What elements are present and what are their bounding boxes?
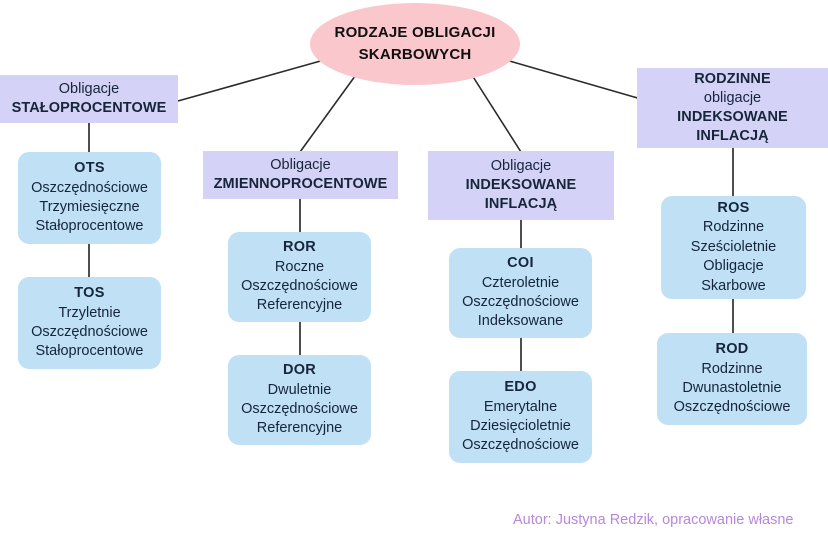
leaf-node-rod[interactable]: ROD Rodzinne Dwunastoletnie Oszczędności…	[657, 333, 807, 425]
leaf-line-3: Referencyjne	[256, 297, 343, 314]
author-credit: Autor: Justyna Redzik, opracowanie własn…	[513, 512, 794, 528]
leaf-line-4: Skarbowe	[701, 277, 766, 294]
leaf-code-tos: TOS	[74, 285, 105, 302]
leaf-line-2: Sześcioletnie	[690, 238, 777, 255]
edge-root-to-staloprocentowe	[177, 59, 325, 102]
category-label-line1: Obligacje	[270, 157, 331, 174]
category-label-line1: Obligacje	[490, 158, 552, 175]
leaf-code-dor: DOR	[282, 362, 317, 379]
leaf-line-3: Referencyjne	[256, 420, 343, 437]
leaf-line-2: Oszczędnościowe	[241, 278, 358, 294]
leaf-code-ots: OTS	[74, 160, 105, 177]
leaf-line-1: Trzyletnie	[58, 304, 121, 321]
category-label-line2: obligacje	[703, 90, 762, 107]
leaf-line-2: Oszczędnościowe	[462, 294, 579, 310]
category-label-line1: RODZINNE	[694, 71, 771, 88]
category-label-line2: STAŁOPROCENTOWE	[11, 100, 167, 116]
leaf-line-3: Oszczędnościowe	[673, 399, 791, 416]
category-node-indeksowane-inflacja[interactable]: Obligacje INDEKSOWANE INFLACJĄ	[428, 151, 614, 220]
category-node-rodzinne-indeksowane-inflacja[interactable]: RODZINNE obligacje INDEKSOWANE INFLACJĄ	[637, 68, 828, 148]
leaf-line-1: Roczne	[274, 258, 325, 275]
leaf-node-ror[interactable]: ROR Roczne Oszczędnościowe Referencyjne	[228, 232, 371, 322]
edge-root-to-rodzinne	[505, 59, 649, 102]
leaf-line-2: Trzymiesięczne	[39, 199, 140, 215]
root-label-line2: SKARBOWYCH	[358, 46, 472, 63]
leaf-code-edo: EDO	[504, 379, 537, 396]
edge-root-to-zmiennoprocentowe	[299, 71, 359, 153]
leaf-node-tos[interactable]: TOS Trzyletnie Oszczędnościowe Stałoproc…	[18, 277, 161, 369]
leaf-line-3: Stałoprocentowe	[35, 343, 144, 360]
leaf-line-1: Emerytalne	[483, 398, 558, 415]
category-node-staloprocentowe[interactable]: Obligacje STAŁOPROCENTOWE	[0, 75, 178, 123]
edge-root-to-indeksowane	[469, 71, 522, 153]
leaf-code-coi: COI	[507, 255, 534, 272]
leaf-code-rod: ROD	[715, 341, 749, 358]
leaf-line-3: Indeksowane	[477, 313, 564, 330]
leaf-line-1: Oszczędnościowe	[31, 179, 148, 196]
leaf-code-ros: ROS	[717, 199, 750, 216]
leaf-node-dor[interactable]: DOR Dwuletnie Oszczędnościowe Referencyj…	[228, 355, 371, 445]
leaf-line-3: Obligacje	[703, 258, 764, 275]
category-label-line3: INFLACJĄ	[484, 195, 558, 212]
root-node-rodzaje-obligacji-skarbowych[interactable]: RODZAJE OBLIGACJI SKARBOWYCH	[310, 3, 520, 85]
leaf-line-1: Rodzinne	[701, 360, 763, 377]
leaf-line-1: Dwuletnie	[267, 381, 332, 398]
root-label-line1: RODZAJE OBLIGACJI	[334, 24, 496, 42]
leaf-line-2: Dwunastoletnie	[682, 380, 782, 396]
leaf-line-3: Stałoprocentowe	[35, 218, 144, 235]
leaf-line-2: Oszczędnościowe	[31, 324, 148, 340]
leaf-line-3: Oszczędnościowe	[462, 437, 579, 454]
leaf-code-ror: ROR	[282, 239, 317, 256]
leaf-line-1: Czteroletnie	[481, 274, 560, 291]
category-label-line2: INDEKSOWANE	[465, 177, 577, 194]
category-label-line2: ZMIENNOPROCENTOWE	[213, 176, 388, 192]
leaf-node-coi[interactable]: COI Czteroletnie Oszczędnościowe Indekso…	[449, 248, 592, 338]
leaf-node-edo[interactable]: EDO Emerytalne Dziesięcioletnie Oszczędn…	[449, 371, 592, 463]
category-label-line4: INFLACJĄ	[696, 127, 769, 144]
leaf-line-1: Rodzinne	[702, 219, 765, 236]
category-label-line1: Obligacje	[58, 81, 120, 98]
category-node-zmiennoprocentowe[interactable]: Obligacje ZMIENNOPROCENTOWE	[203, 151, 398, 199]
category-label-line3: INDEKSOWANE	[677, 109, 788, 125]
leaf-node-ros[interactable]: ROS Rodzinne Sześcioletnie Obligacje Ska…	[661, 196, 806, 299]
leaf-line-2: Dziesięcioletnie	[470, 418, 571, 434]
leaf-line-2: Oszczędnościowe	[241, 401, 358, 417]
leaf-node-ots[interactable]: OTS Oszczędnościowe Trzymiesięczne Stało…	[18, 152, 161, 244]
